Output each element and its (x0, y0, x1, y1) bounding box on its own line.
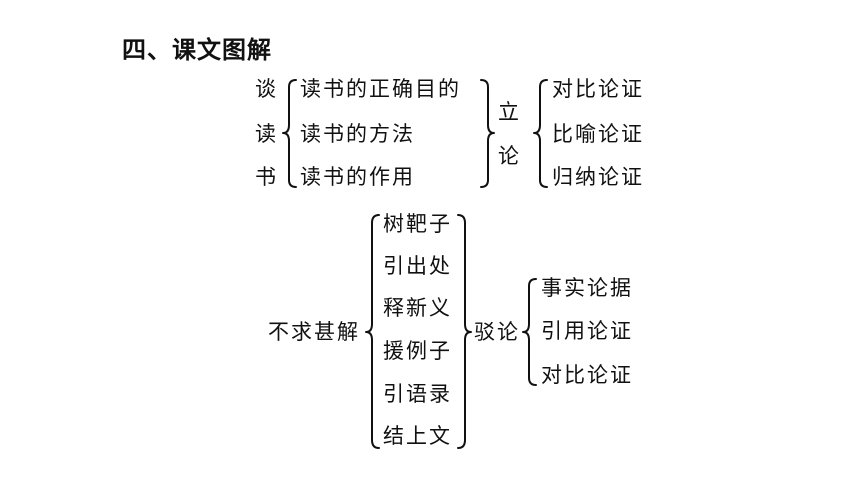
left-brace (533, 79, 548, 188)
refutation-step: 援例子 (383, 339, 452, 363)
reading-point: 读书的作用 (300, 165, 415, 189)
refutation-step: 引出处 (383, 254, 452, 278)
refuted-topic: 不求甚解 (268, 320, 360, 344)
argument-method: 比喻论证 (552, 122, 644, 146)
argument-char: 论 (498, 144, 519, 168)
section-heading: 四、课文图解 (122, 36, 272, 64)
refutation-step: 树靶子 (383, 212, 452, 236)
refutation-step: 释新义 (383, 296, 452, 320)
argument-method: 对比论证 (552, 77, 644, 101)
topic-char: 谈 (255, 77, 276, 101)
argument-method: 归纳论证 (552, 165, 644, 189)
left-brace (522, 278, 537, 386)
right-brace (480, 79, 495, 188)
argument-type: 驳论 (474, 320, 520, 344)
refutation-step: 引语录 (383, 382, 452, 406)
right-brace (457, 214, 472, 449)
argument-method: 引用论证 (541, 319, 633, 343)
left-brace (282, 79, 297, 188)
left-brace (365, 214, 380, 449)
topic-char: 读 (255, 122, 276, 146)
argument-method: 事实论据 (541, 276, 633, 300)
argument-method: 对比论证 (541, 363, 633, 387)
topic-char: 书 (255, 165, 276, 189)
argument-char: 立 (498, 100, 519, 124)
reading-point: 读书的方法 (300, 122, 415, 146)
reading-point: 读书的正确目的 (300, 77, 461, 101)
refutation-step: 结上文 (383, 424, 452, 448)
